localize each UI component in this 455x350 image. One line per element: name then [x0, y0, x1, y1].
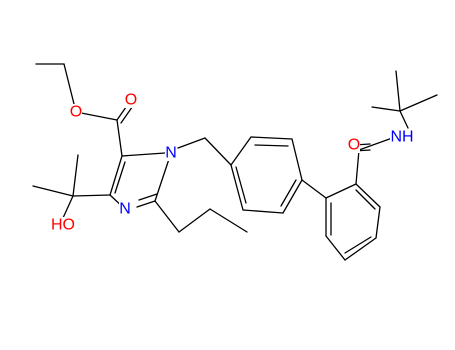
bond-line: [177, 137, 206, 149]
atom-label-backdrop: [125, 92, 137, 108]
atom-label-nh-amide: NH: [390, 129, 413, 146]
bond-line: [325, 183, 357, 199]
bond-line: [154, 200, 180, 233]
bond-line: [254, 144, 289, 147]
bond-line: [399, 94, 438, 112]
bond-line: [344, 236, 372, 254]
bond-line: [109, 155, 123, 196]
bond-line: [242, 209, 284, 214]
atom-label-backdrop: [70, 104, 82, 120]
bond-line: [344, 237, 377, 261]
bond-line: [301, 179, 327, 199]
bond-line: [116, 119, 123, 157]
bond-line: [399, 110, 409, 129]
atom-label-o-ester-carbonyl: O: [125, 92, 137, 109]
atom-label-n1: N: [165, 145, 177, 162]
bond-line: [204, 137, 232, 166]
bond-line: [395, 70, 401, 112]
atom-label-backdrop: [119, 201, 131, 217]
bond-line: [325, 235, 346, 261]
atom-label-backdrop: [165, 145, 177, 161]
bond-line: [282, 179, 303, 214]
bond-line: [280, 179, 297, 207]
bond-line: [72, 154, 79, 197]
bond-line: [32, 185, 74, 197]
atom-label-n3: N: [119, 201, 131, 218]
bond-line: [178, 208, 211, 233]
atom-label-backdrop: [51, 217, 75, 233]
bond-line: [138, 193, 158, 201]
atom-label-layer: O O N N HO O NH: [51, 92, 414, 234]
bond-line: [355, 183, 381, 208]
atom-label-backdrop: [390, 129, 414, 145]
atom-label-oh: HO: [51, 217, 75, 234]
bond-line: [355, 189, 376, 210]
bond-line: [230, 164, 244, 211]
bond-line: [136, 200, 156, 208]
bond-line: [250, 136, 293, 140]
bond-line: [230, 136, 252, 166]
atom-label-o-amide: O: [348, 137, 360, 154]
bond-line: [62, 195, 74, 219]
bond-line: [121, 152, 166, 157]
bond-line: [75, 111, 118, 121]
bond-line: [114, 161, 126, 194]
bond-line: [291, 138, 303, 181]
bond-line: [235, 166, 247, 204]
bond-line: [355, 149, 360, 185]
bond-line: [358, 136, 396, 151]
bond-layer: [32, 63, 438, 261]
atom-label-backdrop: [348, 137, 360, 153]
bond-line: [375, 206, 381, 239]
bond-line: [209, 208, 248, 233]
atom-label-o-ester-ether: O: [70, 104, 82, 121]
bond-line: [371, 106, 401, 112]
bond-line: [72, 194, 111, 197]
